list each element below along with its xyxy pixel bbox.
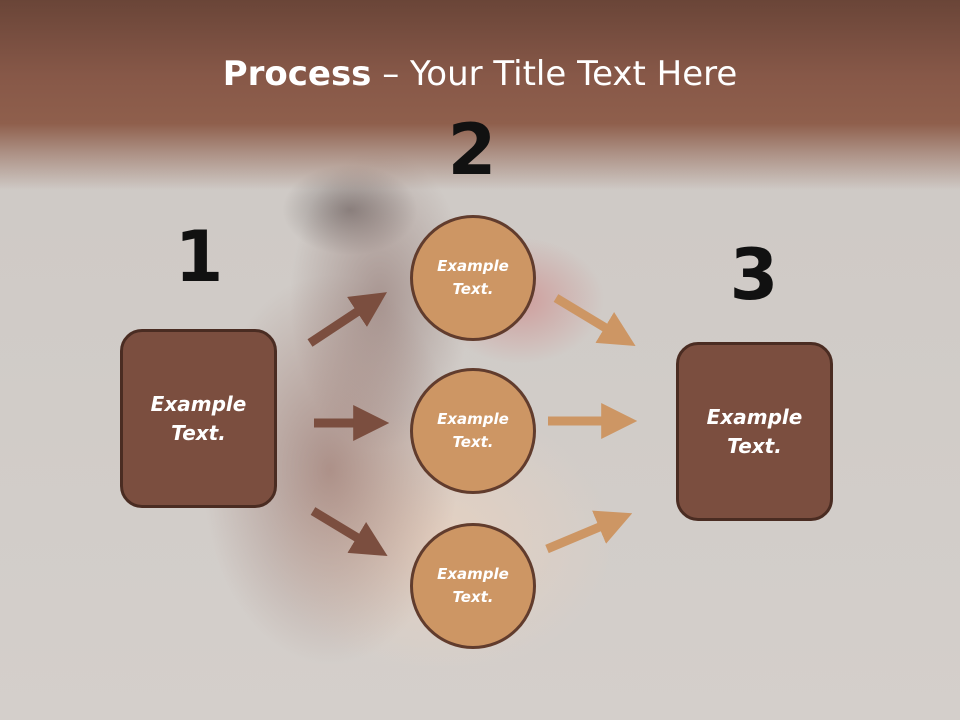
step-number-3: 3 bbox=[729, 234, 779, 316]
arrow-top-to-right bbox=[553, 294, 636, 347]
circle-middle: Example Text. bbox=[410, 368, 536, 494]
circle-bottom: Example Text. bbox=[410, 523, 536, 649]
step-number-2: 2 bbox=[447, 109, 497, 191]
slide-title: Process – Your Title Text Here bbox=[0, 52, 960, 96]
arrow-left-to-bottom bbox=[310, 507, 388, 557]
arrow-bottom-to-right bbox=[545, 510, 633, 554]
right-step-box: Example Text. bbox=[676, 342, 833, 521]
left-step-box: Example Text. bbox=[120, 329, 277, 508]
title-bold: Process bbox=[222, 54, 372, 94]
step-number-1: 1 bbox=[174, 216, 224, 298]
title-rest: – Your Title Text Here bbox=[371, 54, 738, 94]
circle-top: Example Text. bbox=[410, 215, 536, 341]
arrow-left-to-top bbox=[307, 292, 388, 347]
header-band bbox=[0, 0, 960, 190]
